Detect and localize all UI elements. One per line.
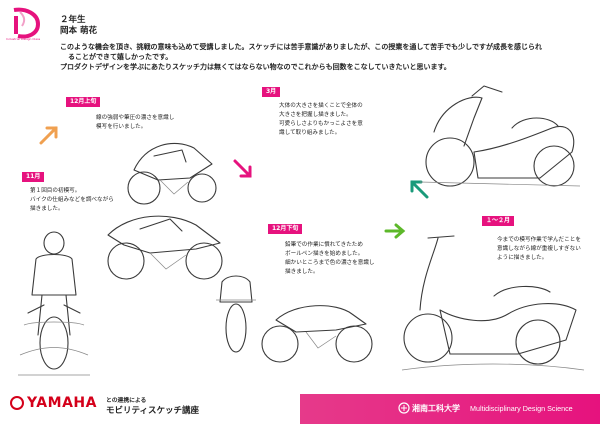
university-name: 湘南工科大学	[412, 404, 460, 413]
naked-bike-sketch	[261, 305, 373, 363]
sport-bike-side-sketch	[107, 215, 223, 280]
note-line: 細かいところまで色の濃さを意識し	[285, 260, 375, 266]
student-name: 岡本 萌花	[60, 26, 97, 36]
note-line: 描きました。	[285, 269, 319, 275]
motorcycle-rider-sketch	[18, 231, 90, 376]
arrow-right-icon	[384, 223, 406, 239]
yamaha-logo: YAMAHA	[10, 395, 97, 411]
university-emblem-icon	[398, 402, 410, 414]
intro-line: ることができて嬉しかったです。	[68, 53, 173, 61]
note-line: 描きました。	[30, 206, 64, 212]
step-note-nov: 第１回目の初模写。 バイクの仕組みなどを調べながら 描きました。	[30, 187, 114, 214]
department-name: Multidisciplinary Design Science	[470, 404, 573, 413]
note-line: 識して取り組みました。	[279, 130, 341, 136]
note-line: 今までの模写作業で学んだことを	[497, 237, 581, 243]
intro-line: このような機会を頂き、挑戦の意味も込めて受講しました。スケッチには苦手意識があり…	[60, 43, 542, 51]
class-logo-text: Industrial Design Class	[6, 37, 41, 41]
yamaha-tuning-fork-icon	[10, 396, 24, 410]
note-line: ように描きました。	[497, 255, 548, 261]
step-label-jan-feb: １～２月	[482, 216, 515, 226]
step-label-early-dec: 12月上旬	[66, 97, 101, 107]
note-line: 模写を行いました。	[96, 124, 147, 130]
collab-caption: との連携による	[106, 398, 147, 404]
step-label-nov: 11月	[22, 172, 45, 182]
note-line: 線の強弱や筆圧の濃さを意識し	[96, 115, 175, 121]
arrow-up-left-icon	[410, 180, 429, 199]
class-logo: Industrial Design Class	[6, 6, 42, 44]
arrow-down-right-icon	[233, 159, 252, 178]
yamaha-wordmark: YAMAHA	[27, 395, 97, 411]
footer-brand-bar	[300, 394, 600, 424]
course-title: モビリティスケッチ講座	[106, 406, 199, 416]
intro-line: プロダクトデザインを学ぶにあたりスケッチ力は無くてはならない物なのでこれからも回…	[60, 63, 451, 71]
note-line: バイクの仕組みなどを調べながら	[30, 197, 114, 203]
note-line: 大きさを把握し描きました。	[279, 112, 352, 118]
note-line: 第１回目の初模写。	[30, 188, 81, 194]
note-line: 大体の大きさを描くことで全体の	[279, 103, 363, 109]
sport-bike-sketch	[127, 142, 217, 205]
note-line: 鉛筆での作業に慣れてきたため	[285, 242, 363, 248]
scooter-sketch-jan-feb	[401, 235, 585, 371]
step-note-march: 大体の大きさを描くことで全体の 大きさを把握し描きました。 可愛らしさよりもかっ…	[279, 102, 363, 138]
arrow-up-right-icon	[39, 126, 58, 145]
front-view-bike-sketch	[216, 275, 256, 353]
step-label-march: 3月	[262, 87, 281, 97]
note-line: 意識しながら線が重複しすぎない	[497, 246, 581, 252]
note-line: ボールペン描きを始めました。	[285, 251, 364, 257]
step-note-early-dec: 線の強弱や筆圧の濃さを意識し 模写を行いました。	[96, 114, 174, 132]
step-label-late-dec: 12月下旬	[268, 224, 303, 234]
note-line: 可愛らしさよりもかっこよさを意	[279, 121, 363, 127]
scooter-sketch-march	[419, 85, 581, 187]
student-grade: ２年生	[60, 15, 86, 25]
step-note-jan-feb: 今までの模写作業で学んだことを 意識しながら線が重複しすぎない ように描きました…	[497, 236, 581, 263]
step-note-late-dec: 鉛筆での作業に慣れてきたため ボールペン描きを始めました。 細かいところまで色の…	[285, 241, 375, 277]
intro-text: このような機会を頂き、挑戦の意味も込めて受講しました。スケッチには苦手意識があり…	[60, 42, 580, 72]
